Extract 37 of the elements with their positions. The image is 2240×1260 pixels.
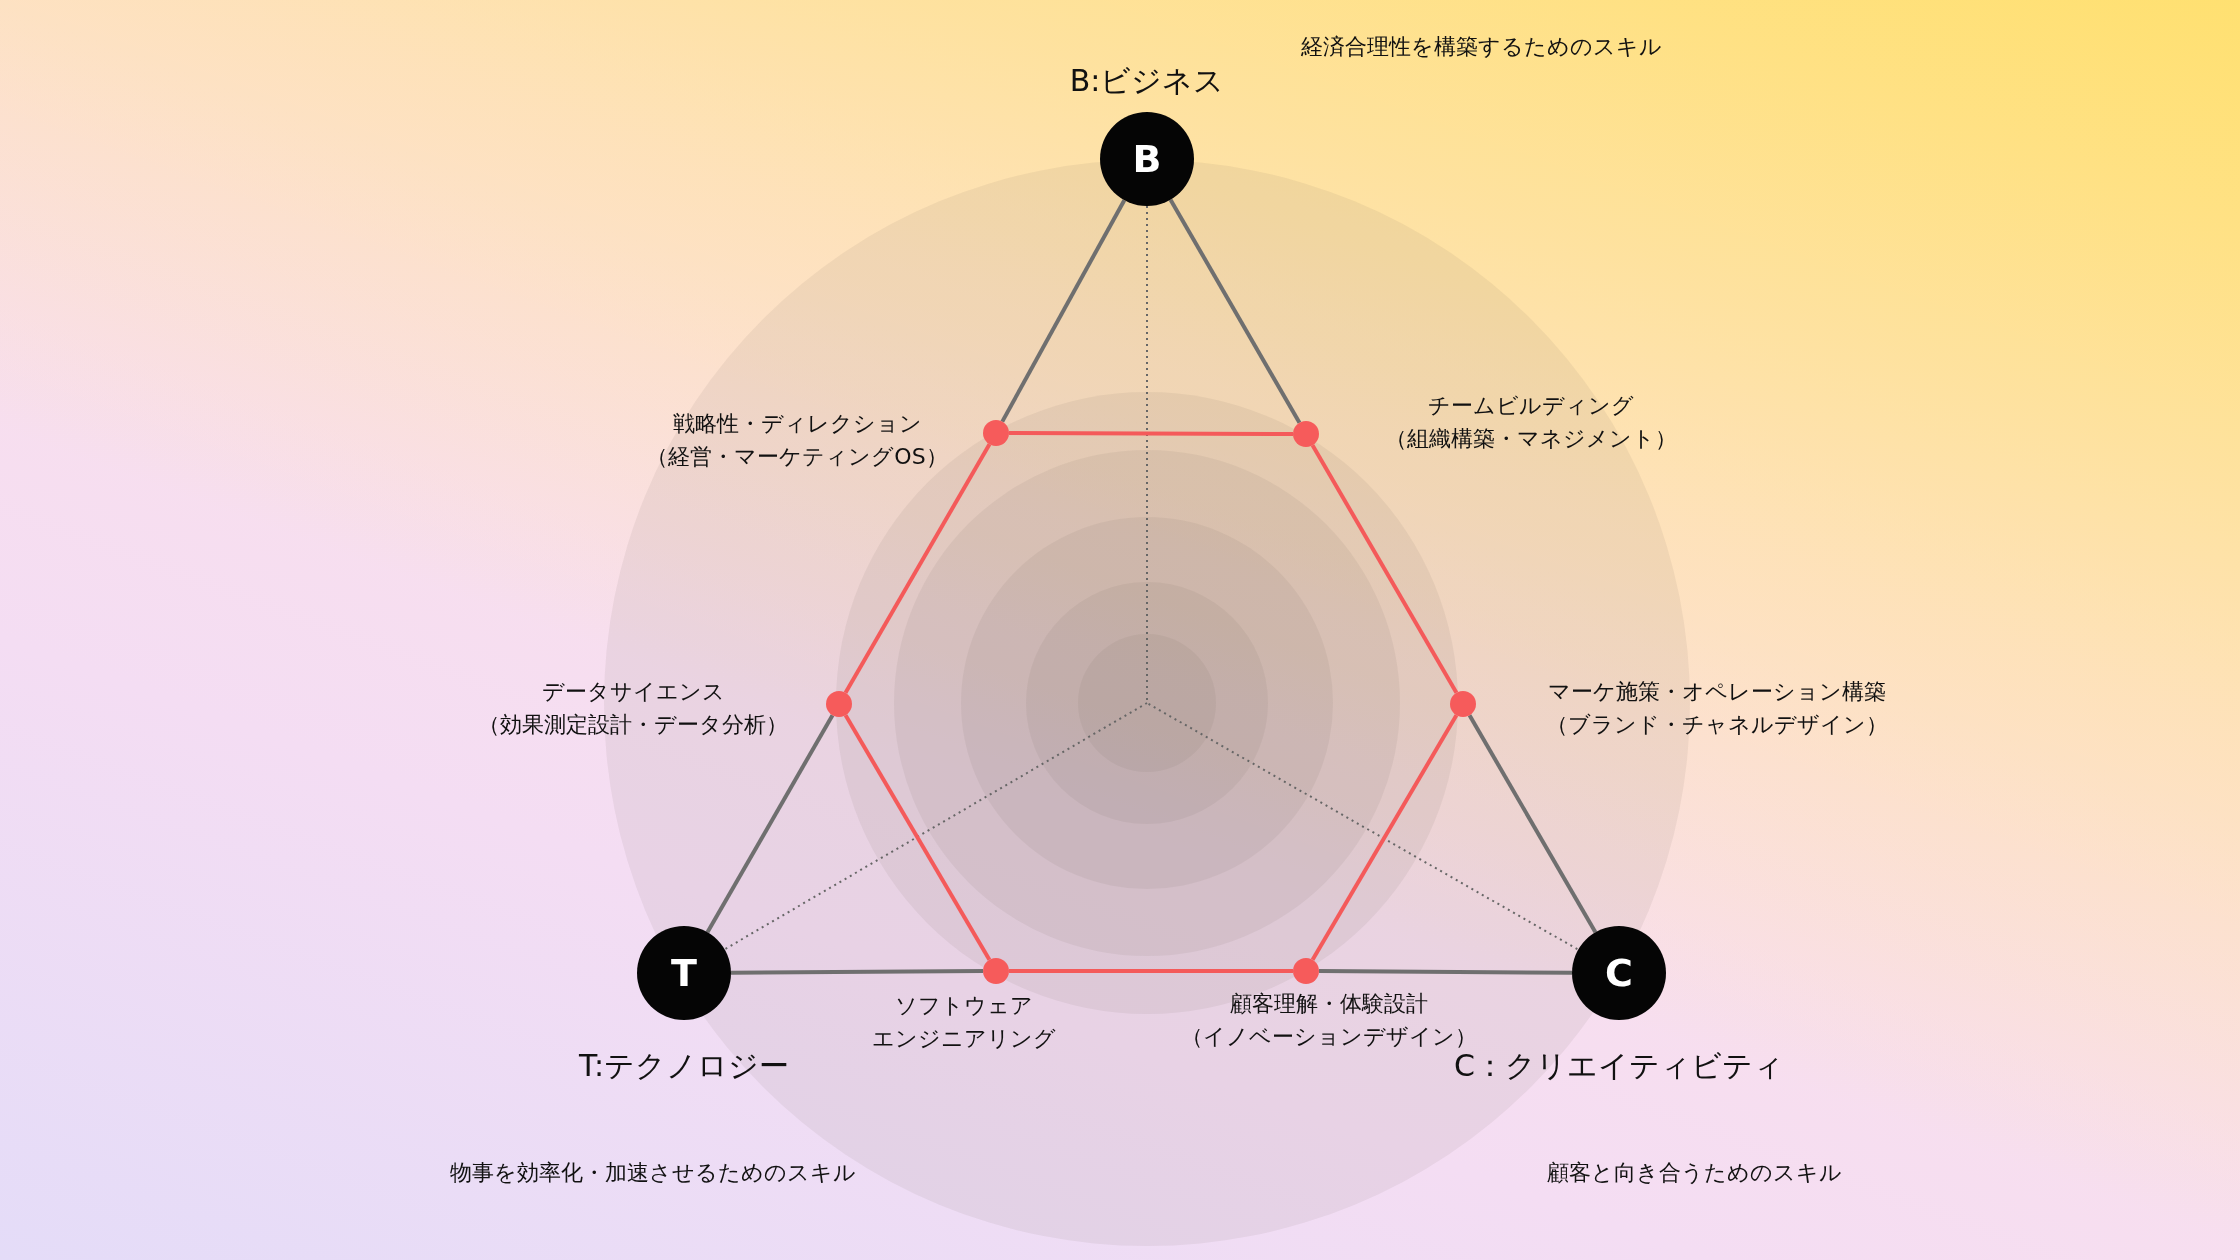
axis-label: B:ビジネス — [1069, 61, 1225, 100]
skill-dot — [983, 420, 1009, 446]
skill-label: エンジニアリング — [872, 1024, 1056, 1053]
skill-label: （経営・マーケティングOS） — [646, 442, 948, 471]
connector-line — [1009, 969, 1293, 973]
connector-line — [1168, 198, 1302, 424]
skill-label: マーケ施策・オペレーション構築 — [1548, 677, 1886, 706]
skill-label: ソフトウェア — [895, 991, 1033, 1020]
connector-line — [1310, 714, 1459, 961]
skill-dot — [826, 691, 852, 717]
skill-label: （効果測定設計・データ分析） — [478, 710, 788, 739]
connector-line — [1467, 714, 1598, 934]
skill-dot — [983, 958, 1009, 984]
connector-line — [1000, 199, 1127, 423]
note-text: 顧客と向き合うためのスキル — [1546, 1158, 1842, 1187]
connector-line — [843, 714, 992, 961]
skill-dot — [1293, 421, 1319, 447]
skill-label: （組織構築・マネジメント） — [1385, 424, 1677, 453]
skill-label: データサイエンス — [541, 677, 725, 706]
connector-line — [1319, 969, 1572, 975]
skill-label: 戦略性・ディレクション — [672, 409, 922, 438]
connector-line — [731, 969, 983, 975]
connector-line — [1310, 444, 1459, 694]
axis-letter: C — [1605, 954, 1633, 992]
connector-line — [705, 714, 835, 934]
connector-line — [843, 443, 992, 694]
connector-line — [1009, 431, 1293, 436]
skill-dot — [1293, 958, 1319, 984]
skill-label: 顧客理解・体験設計 — [1230, 989, 1428, 1018]
note-text: 物事を効率化・加速させるためのスキル — [450, 1158, 856, 1187]
axis-label: T:テクノロジー — [578, 1046, 790, 1085]
skill-dot — [1450, 691, 1476, 717]
skill-label: チームビルディング — [1428, 391, 1634, 420]
note-text: 経済合理性を構築するためのスキル — [1300, 32, 1662, 61]
axis-letter: B — [1132, 140, 1162, 178]
skill-label: （ブランド・チャネルデザイン） — [1546, 710, 1888, 739]
axis-letter: T — [671, 954, 697, 992]
